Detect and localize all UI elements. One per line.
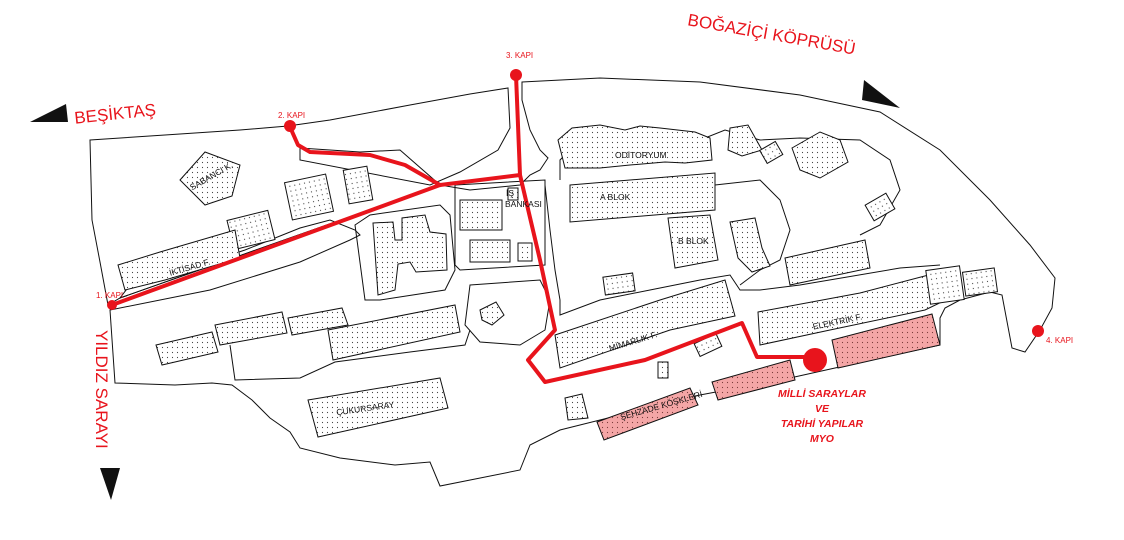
- building-23: [327, 304, 461, 361]
- building-15: [925, 265, 965, 305]
- myo-label: MİLLİ SARAYLAR VE TARİHİ YAPILAR MYO: [778, 387, 866, 445]
- gate-1: [107, 300, 117, 310]
- campus-boundary-east: [109, 77, 1056, 487]
- inner-road-6: [354, 204, 456, 301]
- building-24: [479, 301, 505, 326]
- building-18: [657, 361, 669, 379]
- building-14: [784, 239, 871, 286]
- route: [110, 73, 817, 384]
- route-gate1: [110, 183, 442, 307]
- building-13: [729, 217, 771, 273]
- campus-boundary-west: [89, 87, 511, 306]
- building-9: [727, 124, 763, 157]
- building-1: [283, 173, 335, 221]
- building-20: [155, 331, 219, 366]
- label-oditoryum: ODİTORYUM: [615, 150, 667, 160]
- gates: 1. KAPI 2. KAPI 3. KAPI 4. KAPI: [96, 51, 1073, 372]
- building-sehzade-1: [596, 387, 699, 441]
- building-is-bankasi: [507, 187, 519, 201]
- myo-label-line-3: TARİHİ YAPILAR: [781, 417, 864, 430]
- myo-label-line-2: VE: [815, 403, 830, 415]
- buildings: [117, 124, 999, 438]
- direction-yildiz: YILDIZ SARAYI: [92, 330, 111, 449]
- building-mimarlik: [554, 279, 736, 369]
- building-21: [214, 311, 288, 346]
- building-cukursaray: [307, 377, 449, 438]
- myo-marker: [803, 348, 827, 372]
- label-is-2: BANKASI: [505, 199, 542, 209]
- building-6: [517, 242, 533, 262]
- building-16: [961, 267, 999, 297]
- building-sehzade-2: [711, 359, 796, 401]
- building-sabanci: [179, 151, 241, 206]
- arrow-down-icon: [100, 468, 120, 500]
- gate-3-label: 3. KAPI: [506, 51, 533, 60]
- direction-bogazici: BOĞAZİÇİ KÖPRÜSÜ: [686, 10, 857, 58]
- building-sehzade-3: [831, 313, 941, 369]
- arrow-left-icon: [30, 104, 68, 122]
- building-10: [759, 140, 784, 165]
- gate-2-label: 2. KAPI: [278, 111, 305, 120]
- label-b-blok: B BLOK: [678, 236, 709, 246]
- gate-1-label: 1. KAPI: [96, 291, 123, 300]
- building-b-blok: [667, 214, 719, 269]
- inner-road-7: [714, 179, 791, 286]
- gate-2: [284, 120, 296, 132]
- gate-3: [510, 69, 522, 81]
- inner-road-1: [544, 184, 941, 316]
- building-19: [564, 393, 589, 421]
- myo-label-line-1: MİLLİ SARAYLAR: [778, 387, 866, 400]
- building-oditoryum: [557, 124, 713, 169]
- myo-buildings: [596, 313, 941, 441]
- building-12: [864, 192, 896, 222]
- building-2: [342, 165, 374, 205]
- label-a-blok: A BLOK: [600, 192, 631, 202]
- myo-label-line-4: MYO: [810, 433, 834, 445]
- inner-road-3: [464, 279, 551, 346]
- building-7: [372, 214, 448, 296]
- building-5: [469, 239, 511, 263]
- gate-4: [1032, 325, 1044, 337]
- arrow-right-icon: [862, 80, 900, 108]
- building-4: [459, 199, 503, 231]
- building-elektrik: [757, 271, 951, 346]
- building-22: [287, 307, 349, 336]
- route-gate2: [288, 125, 442, 187]
- direction-besiktas: BEŞİKTAŞ: [73, 100, 156, 127]
- gate-4-label: 4. KAPI: [1046, 336, 1073, 345]
- building-8: [602, 272, 636, 296]
- route-south: [518, 173, 817, 384]
- inner-road-4: [229, 329, 471, 381]
- building-a-blok: [569, 172, 716, 223]
- building-11: [791, 131, 849, 179]
- label-is-1: İŞ: [506, 188, 514, 198]
- inner-road-2: [454, 179, 546, 271]
